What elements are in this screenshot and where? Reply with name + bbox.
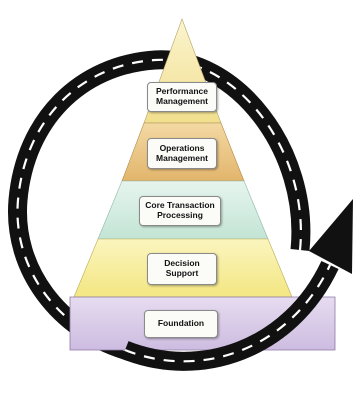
road-back [8, 50, 311, 360]
label-foundation: Foundation [144, 310, 218, 338]
label-performance-management: Performance Management [147, 82, 217, 112]
label-operations-management: Operations Management [147, 138, 217, 169]
road-arrow-head [309, 199, 353, 274]
label-decision-support: Decision Support [147, 253, 217, 285]
label-core-transaction-processing: Core Transaction Processing [139, 196, 221, 226]
road-front [121, 260, 339, 371]
